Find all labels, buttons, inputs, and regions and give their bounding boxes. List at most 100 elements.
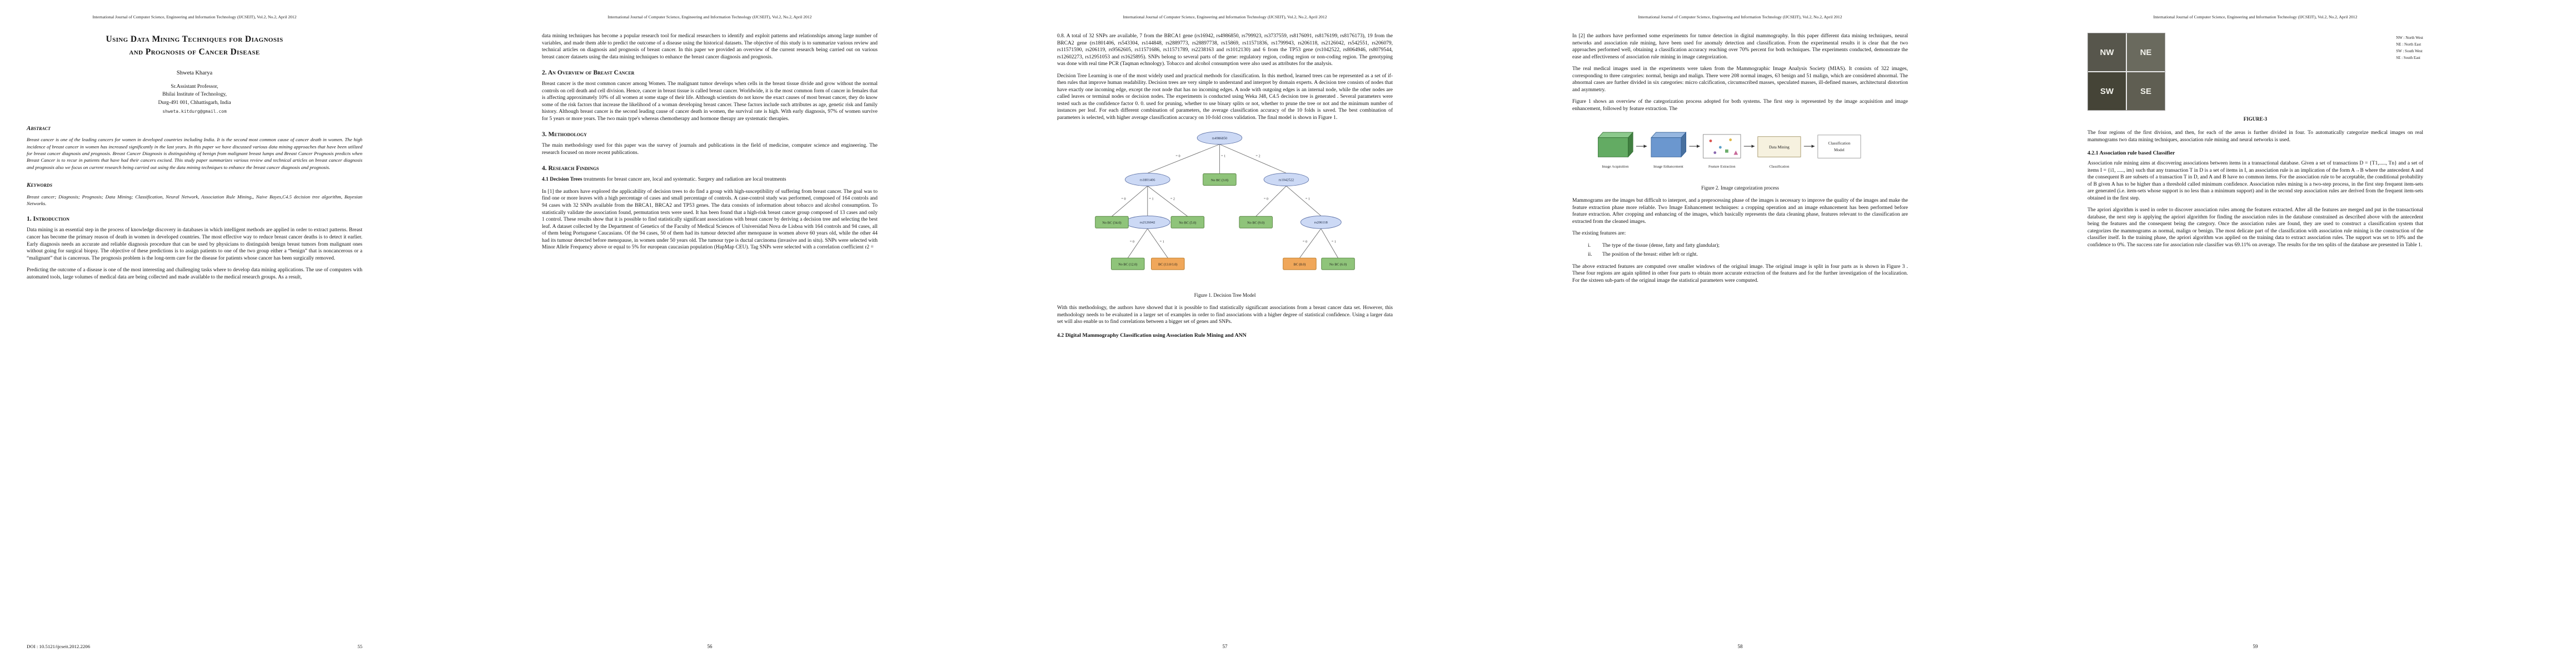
tree-leaf-labels: No BC (3.0) No BC (34.0) No BC (5.0) No … — [1102, 178, 1347, 267]
edge-label: = 1 — [1221, 155, 1225, 158]
tree-leaf — [1203, 173, 1237, 186]
feature-number: ii. — [1588, 251, 1592, 257]
page-3-content: International Journal of Computer Scienc… — [1057, 14, 1393, 342]
section-2-heading: 2. An Overview of Breast Cancer — [542, 69, 635, 77]
figure1-caption: Figure 1. Decision Tree Model — [1194, 292, 1256, 298]
classification-model-box: Classification Model — [1817, 135, 1861, 159]
section-4-heading: 4. Research Findings — [542, 165, 599, 172]
feature-text: The type of the tissue (dense, fatty and… — [1602, 242, 1720, 248]
paragraph: The above extracted features are compute… — [1572, 263, 1908, 283]
author-name: Shweta Kharya — [176, 69, 213, 76]
cube-top — [1651, 132, 1687, 138]
tree-edge — [1147, 144, 1220, 174]
tree-node — [1125, 173, 1170, 187]
classification-model-label-1: Classification — [1828, 142, 1851, 146]
legend-line: SE : South East — [2396, 55, 2420, 60]
page-3: International Journal of Computer Scienc… — [1030, 0, 1546, 667]
data-mining-label: Data Mining — [1769, 145, 1790, 150]
figure1-decision-tree: = 0 = 1 = 2 = 0 = 1 = 2 = 0 = 1 = 0 = 1 … — [1095, 131, 1355, 271]
feature-number: i. — [1588, 242, 1591, 248]
stage-label: Classification — [1769, 165, 1790, 169]
page-4-content: International Journal of Computer Scienc… — [1572, 14, 1908, 289]
edge-label: = 0 — [1175, 155, 1180, 158]
tree-node — [1197, 131, 1243, 145]
journal-running-head: International Journal of Computer Scienc… — [2153, 14, 2358, 19]
figure3-legend: NW : North West NE : North East SW : Sou… — [2396, 33, 2423, 62]
page-number: 59 — [2253, 644, 2258, 649]
tree-leaf-label: No BC (34.0) — [1102, 221, 1121, 225]
tree-edge — [1127, 228, 1148, 258]
page-2-content: International Journal of Computer Scienc… — [542, 14, 878, 256]
edge-label: = 1 — [1332, 240, 1336, 244]
page-1-content: International Journal of Computer Scienc… — [27, 14, 362, 286]
keywords-text: Breast cancer; Diagnosis; Prognosis; Dat… — [27, 193, 362, 207]
feature-dot — [1718, 146, 1722, 149]
tree-edge — [1147, 228, 1168, 258]
legend-line: NE : North East — [2396, 42, 2421, 47]
quadrant-sw: SW — [2088, 72, 2126, 110]
subsection-421-heading: 4.2.1 Association rule based Classifier — [2087, 150, 2175, 157]
affiliation-line-3: Durg-491 001, Chhattisgarh, India — [158, 99, 231, 106]
paper-title-line-2: and Prognosis of Cancer Disease — [129, 47, 260, 57]
tree-edge — [1299, 228, 1322, 258]
paragraph: Figure 1 shows an overview of the catego… — [1572, 99, 1908, 112]
tree-edge — [1219, 144, 1287, 174]
tree-edge — [1147, 186, 1188, 217]
tree-leaf — [1283, 258, 1317, 271]
stage-label: Image Enhancement — [1653, 165, 1683, 169]
data-mining-box: Data Mining — [1757, 136, 1801, 158]
feature-extraction-box — [1703, 134, 1741, 159]
edge-label: = 0 — [1264, 197, 1268, 201]
feature-dot — [1709, 140, 1712, 143]
tree-leaf-label: No BC (5.0) — [1179, 221, 1196, 225]
edge-label: = 0 — [1130, 240, 1134, 244]
page-4: International Journal of Computer Scienc… — [1546, 0, 2061, 667]
paper-title-line-1: Using Data Mining Techniques for Diagnos… — [106, 34, 283, 44]
tree-node — [1263, 173, 1309, 187]
section-1-heading: 1. Introduction — [27, 216, 69, 223]
edge-label: = 2 — [1255, 155, 1260, 158]
paragraph: In [1] the authors have explored the app… — [542, 188, 878, 251]
paragraph: Breast cancer is the most common cancer … — [542, 81, 878, 122]
paragraph: Association rule mining aims at discover… — [2087, 161, 2423, 201]
edge-label: = 1 — [1160, 240, 1164, 244]
paragraph: In [2] the authors have performed some e… — [1572, 33, 1908, 60]
edge-label: = 1 — [1306, 197, 1310, 201]
tree-leaf-label: No BC (6.0) — [1329, 263, 1347, 267]
image-acquisition-cube — [1597, 132, 1634, 158]
cube-front — [1598, 137, 1628, 158]
paragraph: The main methodology used for this paper… — [542, 143, 878, 156]
author-affiliation: Sr.Assistant Professor, Bhilai Institute… — [27, 83, 362, 107]
image-enhancement-cube — [1651, 132, 1687, 158]
legend-line: NW : North West — [2396, 36, 2423, 40]
feature-dot — [1729, 138, 1732, 142]
paragraph: Decision Tree Learning is one of the mos… — [1057, 73, 1393, 121]
legend-line: SW : South West — [2396, 48, 2423, 53]
affiliation-line-1: Sr.Assistant Professor, — [171, 83, 218, 89]
tree-leaf-boxes-green — [1095, 173, 1355, 271]
tree-leaf — [1170, 216, 1204, 229]
tree-node-label: rs4986850 — [1212, 137, 1228, 141]
tree-leaf-label: BC (13.0/1.0) — [1158, 263, 1177, 267]
tree-leaf — [1095, 216, 1129, 229]
edge-label: = 0 — [1121, 197, 1125, 201]
tree-node-label: rs1801406 — [1140, 178, 1155, 182]
tree-leaf-label: No BC (12.0) — [1118, 263, 1137, 267]
figure3-quadrant-image: NW NE SW SE — [2087, 33, 2165, 111]
paragraph: The four regions of the first division, … — [2087, 130, 2423, 143]
tree-leaf-label: No BC (3.0) — [1211, 178, 1228, 182]
tree-edge — [1286, 186, 1322, 216]
tree-edge — [1112, 186, 1148, 217]
classification-model-label-2: Model — [1834, 148, 1845, 152]
page-2: International Journal of Computer Scienc… — [515, 0, 1030, 667]
tree-node-label: rs206118 — [1314, 221, 1328, 225]
figure3-container: NW NE SW SE NW : North West NE : North E… — [2087, 33, 2423, 111]
classification-model-rect — [1817, 135, 1861, 159]
tree-node-label: rs1042522 — [1279, 178, 1294, 182]
tree-leaf — [1111, 258, 1145, 271]
tree-node-labels: rs4986850 rs1801406 rs1042522 rs2126042 … — [1140, 137, 1328, 225]
subsection-41-heading: 4.1 Decision Trees — [542, 177, 582, 183]
tree-edge — [1255, 186, 1287, 217]
paragraph: The apriori algorithm is used in order t… — [2087, 207, 2423, 248]
